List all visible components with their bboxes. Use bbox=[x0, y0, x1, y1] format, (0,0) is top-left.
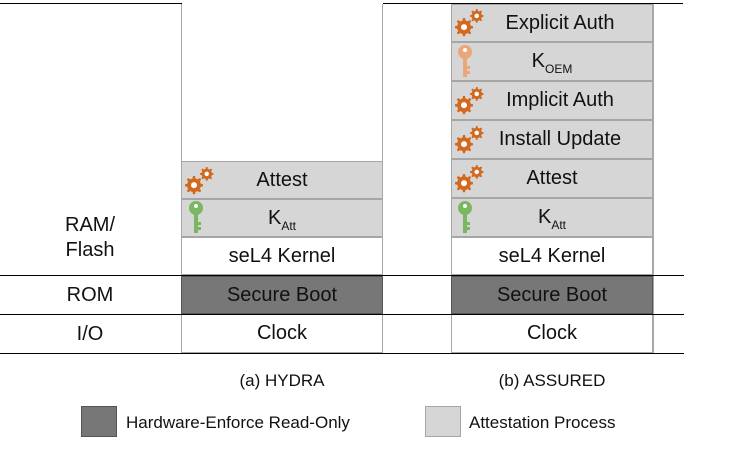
row-separator-bottom bbox=[0, 353, 684, 354]
assured-attest-label: Attest bbox=[526, 167, 578, 189]
assured-implicit-auth-label: Implicit Auth bbox=[506, 89, 614, 111]
hydra-secure-boot-label: Secure Boot bbox=[226, 283, 338, 306]
assured-clock-label: Clock bbox=[526, 322, 577, 344]
hydra-katt-block: KAtt bbox=[181, 199, 383, 237]
assured-katt-block: KAtt bbox=[451, 198, 653, 237]
assured-secure-boot-block: Secure Boot bbox=[451, 276, 653, 314]
hydra-secure-boot-block: Secure Boot bbox=[181, 276, 383, 314]
gear-icon bbox=[185, 167, 214, 195]
assured-koem-label: KOEM bbox=[531, 50, 573, 76]
hydra-kernel-label: seL4 Kernel bbox=[228, 244, 336, 267]
hydra-attest-label: Attest bbox=[256, 168, 308, 191]
io-label: I/O bbox=[76, 323, 104, 345]
row-separator-rom-io bbox=[0, 314, 684, 315]
legend-attestation-label: Attestation Process bbox=[469, 413, 616, 432]
ram-flash-label: RAM/ Flash bbox=[65, 214, 115, 261]
key-icon bbox=[458, 201, 472, 233]
gear-icon bbox=[455, 9, 484, 37]
gear-icon bbox=[455, 87, 484, 115]
hydra-attest-block: Attest bbox=[181, 161, 383, 199]
assured-kernel-block: seL4 Kernel bbox=[451, 237, 653, 275]
key-icon bbox=[189, 201, 203, 233]
assured-clock-block: Clock bbox=[451, 315, 653, 353]
rom-label: ROM bbox=[66, 284, 114, 306]
key-icon bbox=[458, 45, 472, 77]
assured-kernel-label: seL4 Kernel bbox=[498, 244, 606, 267]
hydra-clock-label: Clock bbox=[256, 322, 307, 344]
legend-attestation-swatch bbox=[425, 406, 461, 437]
legend-readonly-swatch bbox=[81, 406, 117, 437]
hydra-clock-block: Clock bbox=[181, 315, 383, 353]
assured-attest-block: Attest bbox=[451, 159, 653, 198]
hydra-katt-label: KAtt bbox=[267, 206, 296, 233]
assured-explicit-auth-block: Explicit Auth bbox=[451, 4, 653, 42]
gear-icon bbox=[455, 165, 484, 193]
hydra-kernel-block: seL4 Kernel bbox=[181, 237, 383, 275]
assured-secure-boot-label: Secure Boot bbox=[496, 283, 608, 306]
top-line-right bbox=[383, 3, 683, 4]
assured-install-update-block: Install Update bbox=[451, 120, 653, 159]
assured-katt-label: KAtt bbox=[537, 206, 566, 232]
hydra-caption: (a) HYDRA bbox=[239, 371, 325, 390]
assured-explicit-auth-label: Explicit Auth bbox=[505, 11, 615, 34]
row-separator-ram-rom bbox=[0, 275, 684, 276]
assured-caption: (b) ASSURED bbox=[498, 371, 606, 390]
gear-icon bbox=[455, 126, 484, 154]
legend-readonly-label: Hardware-Enforce Read-Only bbox=[126, 413, 350, 432]
assured-right-border bbox=[653, 4, 654, 354]
assured-implicit-auth-block: Implicit Auth bbox=[451, 81, 653, 120]
top-line-left bbox=[0, 3, 182, 4]
assured-install-update-label: Install Update bbox=[498, 128, 622, 150]
assured-koem-block: KOEM bbox=[451, 42, 653, 81]
